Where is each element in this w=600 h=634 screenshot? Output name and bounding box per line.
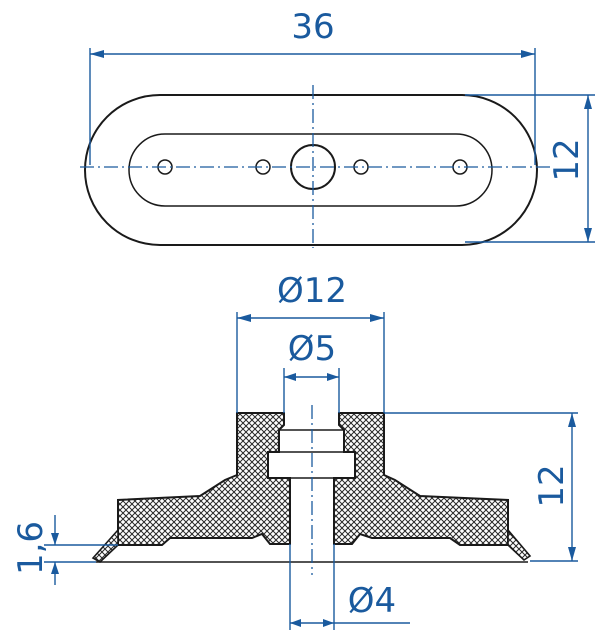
dimension-outer-diameter-label: Ø12: [277, 271, 347, 311]
section-lip-right: [507, 527, 532, 562]
dimension-outer-diameter: Ø12: [236, 271, 385, 413]
dimension-length-label: 36: [291, 7, 334, 47]
dimension-height-label: 12: [532, 464, 572, 507]
dimension-inner-diameter-label: Ø5: [288, 329, 336, 369]
dimension-lip-height-label: 1,6: [11, 521, 51, 575]
dimension-inner-diameter: Ø5: [283, 329, 340, 413]
dimension-height: 12: [384, 412, 578, 562]
dimension-length: 36: [89, 7, 536, 165]
dimension-lip-height: 1,6: [11, 515, 118, 585]
dimension-bore-diameter: Ø4: [289, 544, 410, 630]
dimension-bore-diameter-label: Ø4: [348, 581, 396, 621]
dimension-width: 12: [465, 94, 595, 243]
top-view-inner-slot: [128, 133, 493, 207]
section-body-left: [117, 412, 291, 546]
section-lip-left: [91, 527, 119, 563]
section-body-right: [333, 412, 509, 546]
top-view: [80, 85, 550, 248]
dimension-width-label: 12: [547, 138, 587, 181]
section-view: [91, 405, 532, 575]
top-view-outer-outline: [84, 94, 538, 246]
